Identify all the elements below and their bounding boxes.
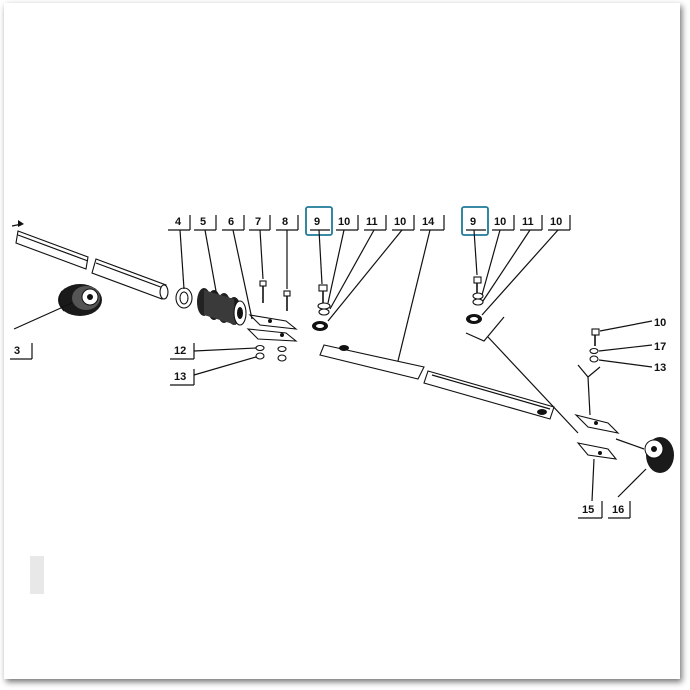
washers-10-11-b <box>466 292 484 324</box>
svg-text:10: 10 <box>550 216 562 228</box>
svg-text:11: 11 <box>522 216 534 228</box>
svg-text:10: 10 <box>654 317 666 329</box>
svg-text:13: 13 <box>654 362 666 374</box>
svg-text:17: 17 <box>654 341 666 353</box>
strap-14 <box>319 344 555 420</box>
callout-12: 12 <box>170 343 257 360</box>
callout-13-right: 13 <box>598 359 666 374</box>
svg-text:3: 3 <box>14 345 20 357</box>
callout-15: 15 <box>578 458 603 519</box>
svg-text:11: 11 <box>366 216 378 228</box>
washers-12 <box>255 344 287 353</box>
callout-11-a: 11 <box>329 215 387 310</box>
bolt-9-b <box>473 276 482 293</box>
callout-3: 3 <box>10 343 33 360</box>
bracket-15 <box>574 413 620 460</box>
svg-text:6: 6 <box>228 216 234 228</box>
callout-8: 8 <box>276 215 299 289</box>
callout-10-a: 10 <box>327 215 359 304</box>
arrow-mark <box>11 220 24 227</box>
bolt-8 <box>283 290 291 311</box>
nuts-13 <box>255 352 287 362</box>
scroll-marker <box>30 556 44 594</box>
callout-10-b: 10 <box>327 215 415 322</box>
callout-10-c: 10 <box>481 215 515 296</box>
shaft-tube-left <box>15 230 89 270</box>
svg-text:16: 16 <box>612 504 624 516</box>
callout-11-b: 11 <box>482 215 543 302</box>
callout-6: 6 <box>222 215 253 320</box>
bellows-coupling-5 <box>197 288 247 326</box>
callout-4: 4 <box>168 215 191 290</box>
callout-9-highlighted-b[interactable]: 9 <box>461 206 489 276</box>
svg-text:10: 10 <box>394 216 406 228</box>
callout-10-e: 10 <box>599 317 666 332</box>
callout-13: 13 <box>170 356 257 386</box>
ring-4 <box>175 287 193 309</box>
bolt-7 <box>259 280 267 303</box>
washers-10-11-a <box>312 302 331 331</box>
parts-diagram: 4 5 6 7 8 9 10 11 10 <box>10 206 674 519</box>
callout-5: 5 <box>194 215 217 292</box>
svg-text:9: 9 <box>470 216 476 228</box>
svg-text:4: 4 <box>175 216 182 228</box>
svg-text:9: 9 <box>314 216 320 228</box>
svg-text:7: 7 <box>255 216 261 228</box>
bolt-10-right <box>591 328 600 346</box>
callout-9-highlighted-a[interactable]: 9 <box>305 206 333 285</box>
svg-text:10: 10 <box>494 216 506 228</box>
bearing-housing-16 <box>615 437 674 473</box>
svg-text:5: 5 <box>200 216 206 228</box>
bearing-housing-3 <box>13 284 102 330</box>
callout-16: 16 <box>608 468 647 519</box>
clamp-plates-6 <box>246 314 298 342</box>
svg-text:10: 10 <box>338 216 350 228</box>
callout-10-d: 10 <box>481 215 571 316</box>
svg-text:13: 13 <box>174 371 186 383</box>
diagram-frame: 4 5 6 7 8 9 10 11 10 <box>4 3 680 679</box>
svg-text:8: 8 <box>282 216 288 228</box>
washer-17 <box>589 347 599 355</box>
shaft-tube-middle <box>91 258 169 300</box>
bolt-9-a <box>318 284 328 303</box>
svg-text:12: 12 <box>174 345 186 357</box>
callout-7: 7 <box>249 215 271 280</box>
svg-text:14: 14 <box>422 216 435 228</box>
callout-17: 17 <box>598 341 666 353</box>
svg-text:15: 15 <box>582 504 594 516</box>
callout-14: 14 <box>397 215 445 362</box>
nut-13-right <box>589 355 599 363</box>
